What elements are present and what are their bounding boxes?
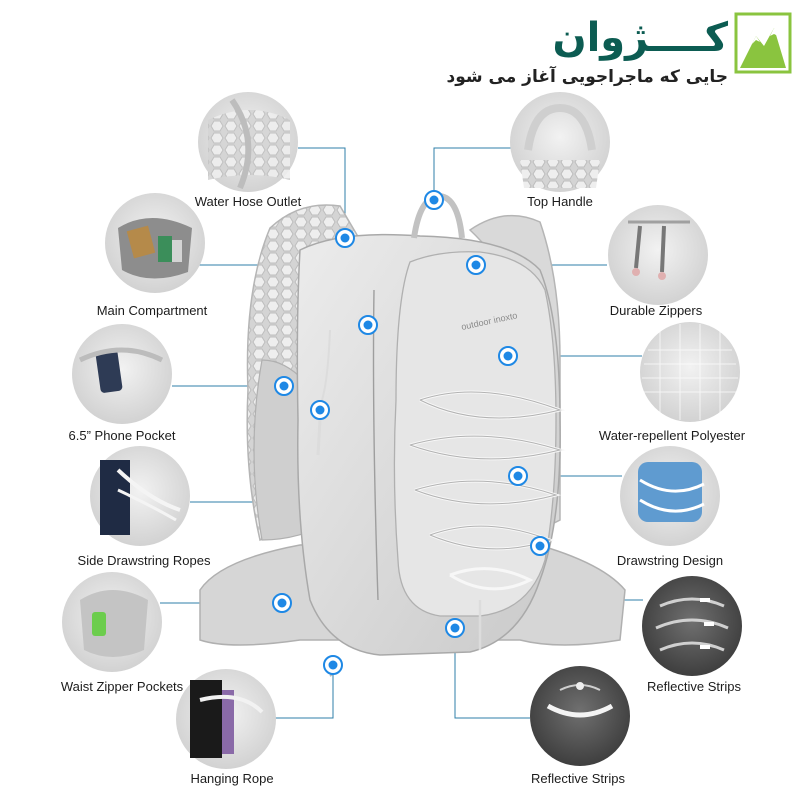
zoom-reflective-strips-right bbox=[642, 576, 742, 676]
zoom-waist-zipper-pockets bbox=[62, 572, 162, 672]
brand-block: کــــژوان جایی که ماجراجویی آغاز می شود bbox=[447, 14, 729, 88]
hotspot-waist-zipper-pockets[interactable] bbox=[272, 593, 292, 613]
zoom-water-hose-outlet bbox=[198, 92, 298, 192]
label-reflective-strips-bottom: Reflective Strips bbox=[531, 771, 625, 786]
zoom-reflective-strips-bottom bbox=[530, 666, 630, 766]
hotspot-top-handle[interactable] bbox=[424, 190, 444, 210]
hotspot-reflective-strips-bottom[interactable] bbox=[445, 618, 465, 638]
label-water-repellent-polyester: Water-repellent Polyester bbox=[598, 428, 746, 443]
label-hanging-rope: Hanging Rope bbox=[190, 771, 274, 786]
zoom-drawstring-design bbox=[620, 446, 720, 546]
hotspot-hanging-rope[interactable] bbox=[323, 655, 343, 675]
hotspots bbox=[272, 190, 550, 675]
label-waist-zipper-pockets: Waist Zipper Pockets bbox=[60, 679, 184, 694]
label-durable-zippers: Durable Zippers bbox=[609, 303, 703, 318]
hotspot-reflective-strips-right[interactable] bbox=[530, 536, 550, 556]
zoom-main-compartment bbox=[105, 193, 205, 293]
mountain-logo-icon bbox=[734, 12, 792, 74]
hotspot-drawstring-design[interactable] bbox=[508, 466, 528, 486]
hotspot-side-drawstring-ropes[interactable] bbox=[310, 400, 330, 420]
zoom-phone-pocket bbox=[72, 324, 172, 424]
zoom-side-drawstring-ropes bbox=[90, 446, 190, 546]
label-water-hose-outlet: Water Hose Outlet bbox=[194, 194, 302, 209]
hotspot-phone-pocket[interactable] bbox=[274, 376, 294, 396]
hotspot-water-hose-outlet[interactable] bbox=[335, 228, 355, 248]
label-main-compartment: Main Compartment bbox=[96, 303, 208, 318]
brand-tagline: جایی که ماجراجویی آغاز می شود bbox=[446, 67, 729, 87]
brand-name: کــــژوان bbox=[552, 15, 728, 61]
zoom-top-handle bbox=[510, 92, 610, 192]
zoom-hanging-rope bbox=[176, 669, 276, 769]
label-phone-pocket: 6.5” Phone Pocket bbox=[68, 428, 176, 443]
hotspot-water-repellent-polyester[interactable] bbox=[498, 346, 518, 366]
zoom-durable-zippers bbox=[608, 205, 708, 305]
zoom-water-repellent-polyester bbox=[640, 322, 740, 422]
label-reflective-strips-right: Reflective Strips bbox=[647, 679, 741, 694]
hotspot-durable-zippers[interactable] bbox=[466, 255, 486, 275]
label-top-handle: Top Handle bbox=[527, 194, 593, 209]
label-drawstring-design: Drawstring Design bbox=[616, 553, 724, 568]
hydration-backpack: outdoor inoxto bbox=[199, 192, 626, 677]
hotspot-main-compartment[interactable] bbox=[358, 315, 378, 335]
label-side-drawstring-ropes: Side Drawstring Ropes bbox=[77, 553, 211, 568]
